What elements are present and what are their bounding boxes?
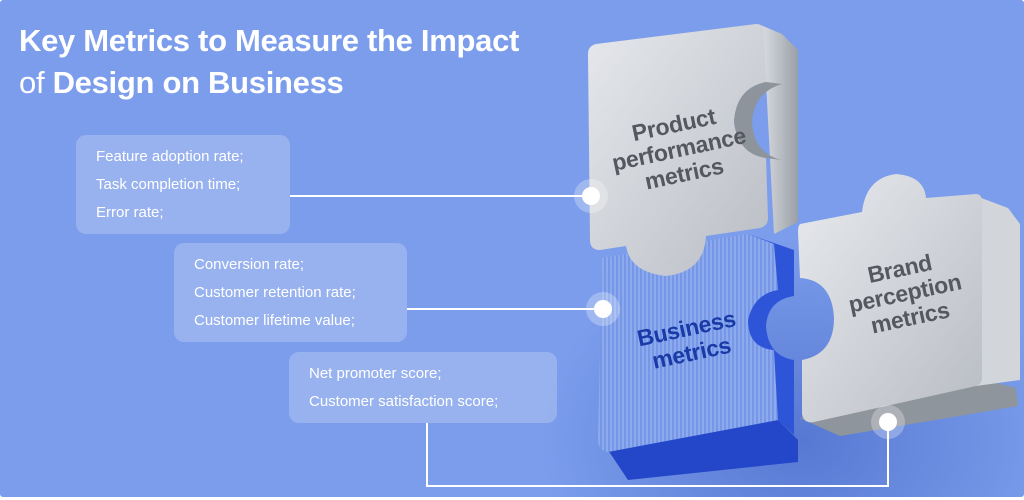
connector-dot-brand-icon <box>871 405 905 439</box>
puzzle-piece-shape-icon <box>798 174 1020 436</box>
title-line-1: Key Metrics to Measure the Impact <box>19 23 520 58</box>
metric-item: Customer lifetime value; <box>194 312 355 329</box>
connector-line-brand-vertical-left <box>426 423 428 486</box>
metric-item: Task completion time; <box>96 176 241 193</box>
brand-perception-metrics-card: Net promoter score; Customer satisfactio… <box>289 352 557 423</box>
metric-item: Customer satisfaction score; <box>309 393 499 410</box>
title-line-2-prefix: of <box>19 65 45 100</box>
connector-dot-business-icon <box>586 292 620 326</box>
metric-item: Net promoter score; <box>309 365 442 382</box>
metric-item: Conversion rate; <box>194 256 305 273</box>
connector-line-product <box>290 195 591 197</box>
puzzle-piece-shape-icon <box>598 234 798 480</box>
business-metrics-card: Conversion rate; Customer retention rate… <box>174 243 407 342</box>
product-performance-metrics-card: Feature adoption rate; Task completion t… <box>76 135 290 234</box>
metric-item: Error rate; <box>96 204 164 221</box>
connector-line-brand-vertical-right <box>887 422 889 487</box>
connector-line-brand-horizontal <box>426 485 889 487</box>
connector-line-business <box>407 308 603 310</box>
metric-item: Customer retention rate; <box>194 284 356 301</box>
metric-item: Feature adoption rate; <box>96 148 244 165</box>
puzzle-piece-shape-icon <box>588 24 798 276</box>
product-performance-metrics-piece: Product performance metrics <box>586 22 798 282</box>
brand-perception-metrics-piece: Brand perception metrics <box>780 168 1024 438</box>
page-title: Key Metrics to Measure the Impact of Des… <box>19 20 519 104</box>
business-metrics-piece: Business metrics <box>598 230 798 480</box>
connector-dot-product-icon <box>574 179 608 213</box>
title-line-2-main: Design on Business <box>52 65 344 100</box>
